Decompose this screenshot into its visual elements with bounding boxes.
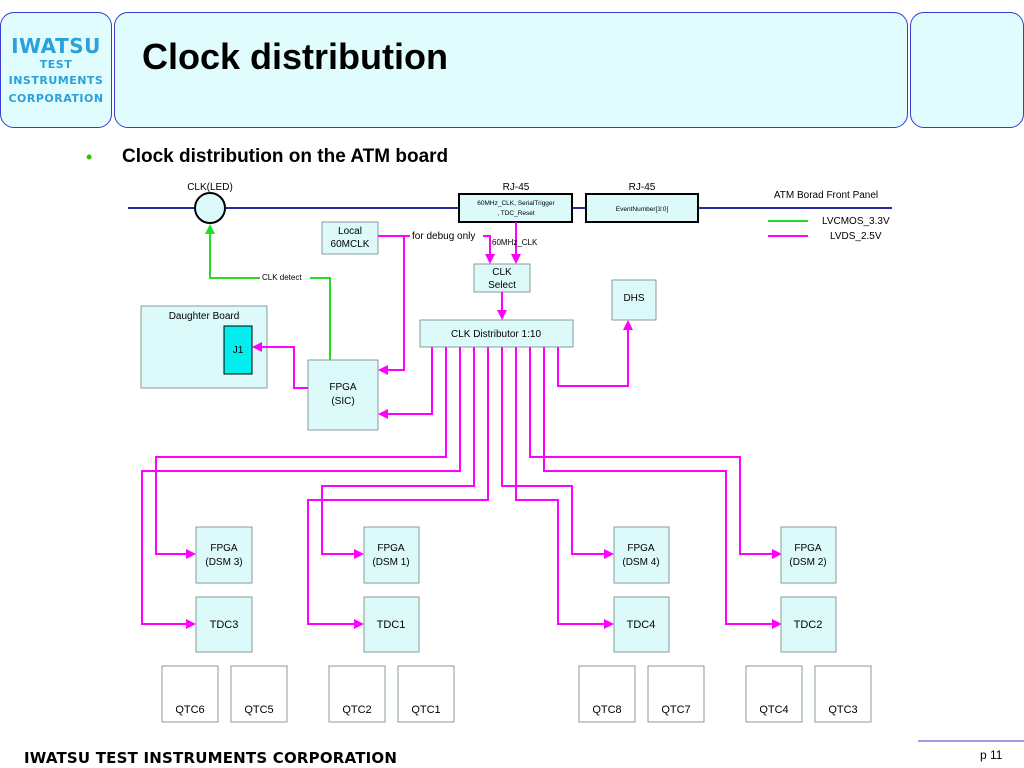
wire-dist-to-tdc2 bbox=[543, 347, 782, 629]
clk-led-icon bbox=[194, 192, 226, 224]
logo-panel bbox=[0, 12, 112, 128]
fpga-dsm2-line-2: (DSM 2) bbox=[789, 557, 826, 568]
rj45-right-text: EventNumber[3:0] bbox=[616, 206, 669, 213]
rj45-left-text-2: , TDC_Reset bbox=[497, 210, 535, 217]
legend-lvds-label: LVDS_2.5V bbox=[830, 231, 882, 242]
page-number: p 11 bbox=[980, 748, 1003, 762]
wire-sic-to-j1 bbox=[252, 342, 308, 389]
company-logo: IWATSU TEST INSTRUMENTS CORPORATION bbox=[0, 12, 112, 128]
daughter-board-label: Daughter Board bbox=[169, 311, 240, 322]
qtc5-box bbox=[230, 665, 288, 723]
dhs-label: DHS bbox=[623, 293, 644, 304]
fpga-sic-box bbox=[307, 359, 379, 431]
fpga-dsm1-line-2: (DSM 1) bbox=[372, 557, 409, 568]
tdc2-label: TDC2 bbox=[794, 619, 823, 631]
logo-line-3: INSTRUMENTS bbox=[8, 74, 104, 87]
qtc1-box bbox=[397, 665, 455, 723]
wire-dist-to-tdc4 bbox=[515, 347, 614, 629]
wire-dist-to-dhs bbox=[557, 320, 633, 387]
debug-only-label: for debug only bbox=[412, 231, 475, 242]
fpga-dsm2-box bbox=[780, 526, 837, 584]
debug-label-bg bbox=[410, 229, 483, 242]
qtc5-label: QTC5 bbox=[244, 704, 273, 716]
fpga-dsm3-line-1: FPGA bbox=[210, 543, 238, 554]
fpga-sic-line-2: (SIC) bbox=[331, 396, 354, 407]
fpga-dsm4-box bbox=[613, 526, 670, 584]
wire-dist-to-tdc3 bbox=[141, 347, 461, 629]
wire-dist-to-dsm2 bbox=[529, 347, 782, 559]
wire-dist-to-dsm1 bbox=[321, 347, 475, 559]
rj45-right-box bbox=[585, 193, 699, 223]
local-clk-line-1: Local bbox=[338, 226, 362, 237]
wire-dist-to-tdc1 bbox=[307, 347, 489, 629]
fpga-dsm3-line-2: (DSM 3) bbox=[205, 557, 242, 568]
dsm-group-4: FPGA (DSM 2) TDC2 bbox=[780, 526, 837, 653]
footer-company: IWATSU TEST INSTRUMENTS CORPORATION bbox=[24, 749, 398, 767]
j1-label: J1 bbox=[233, 345, 244, 356]
fpga-dsm1-line-1: FPGA bbox=[377, 543, 405, 554]
qtc4-label: QTC4 bbox=[759, 704, 788, 716]
rj45-right-title: RJ-45 bbox=[629, 182, 656, 193]
qtc7-label: QTC7 bbox=[661, 704, 690, 716]
qtc-row bbox=[161, 665, 872, 723]
fpga-dsm4-line-2: (DSM 4) bbox=[622, 557, 659, 568]
title-panel bbox=[114, 12, 908, 128]
tdc4-box bbox=[613, 596, 670, 653]
wire-dist-to-dsm4 bbox=[501, 347, 614, 559]
qtc7-box bbox=[647, 665, 705, 723]
legend-lvcmos-label: LVCMOS_3.3V bbox=[822, 216, 890, 227]
clk-distributor-box bbox=[419, 319, 574, 348]
dhs-box bbox=[611, 279, 657, 321]
front-panel-label: ATM Borad Front Panel bbox=[774, 190, 878, 201]
clk-select-box bbox=[473, 263, 531, 293]
tdc3-label: TDC3 bbox=[210, 619, 239, 631]
tdc1-label: TDC1 bbox=[377, 619, 406, 631]
qtc1-label: QTC1 bbox=[411, 704, 440, 716]
qtc8-box bbox=[578, 665, 636, 723]
wire-dist-to-sic bbox=[378, 347, 433, 419]
qtc2-label: QTC2 bbox=[342, 704, 371, 716]
dsm-group-1: FPGA (DSM 3) TDC3 bbox=[195, 526, 253, 653]
clk-detect-bg bbox=[260, 271, 310, 283]
qtc8-label: QTC8 bbox=[592, 704, 621, 716]
fpga-dsm1-box bbox=[363, 526, 420, 584]
dsm-group-3: FPGA (DSM 4) TDC4 bbox=[613, 526, 670, 653]
tdc2-box bbox=[780, 596, 837, 653]
tdc1-box bbox=[363, 596, 420, 653]
distributor-outputs bbox=[141, 320, 782, 629]
local-clk-box bbox=[321, 221, 379, 255]
clk-led-label: CLK(LED) bbox=[187, 182, 233, 193]
tdc3-box bbox=[195, 596, 253, 653]
logo-line-4: CORPORATION bbox=[8, 92, 104, 105]
local-clk-line-2: 60MCLK bbox=[331, 239, 370, 250]
fpga-dsm3-box bbox=[195, 526, 253, 584]
qtc3-label: QTC3 bbox=[828, 704, 857, 716]
fpga-dsm4-line-1: FPGA bbox=[627, 543, 655, 554]
tdc4-label: TDC4 bbox=[627, 619, 656, 631]
fpga-sic-line-1: FPGA bbox=[329, 382, 357, 393]
rj45-left-box bbox=[458, 193, 573, 223]
clk-select-line-2: Select bbox=[488, 280, 516, 291]
qtc4-box bbox=[745, 665, 803, 723]
mhz-clk-label: 60MHz_CLK bbox=[492, 238, 538, 247]
clk-select-line-1: CLK bbox=[492, 267, 512, 278]
page-title: Clock distribution bbox=[142, 36, 448, 77]
clk-distributor-label: CLK Distributor 1:10 bbox=[451, 329, 541, 340]
qtc6-box bbox=[161, 665, 219, 723]
wire-local-to-sic bbox=[378, 236, 405, 375]
clk-detect-label: CLK detect bbox=[262, 273, 302, 282]
logo-line-2: TEST bbox=[39, 58, 73, 71]
slide-subtitle: Clock distribution on the ATM board bbox=[122, 146, 449, 167]
bullet-dot: • bbox=[86, 147, 93, 167]
logo-line-1: IWATSU bbox=[11, 34, 101, 58]
wire-dist-to-dsm3 bbox=[155, 347, 447, 559]
dsm-group-2: FPGA (DSM 1) TDC1 bbox=[363, 526, 420, 653]
rj45-left-title: RJ-45 bbox=[503, 182, 530, 193]
rj45-left-text-1: 60MHz_CLK, SerialTrigger bbox=[477, 200, 555, 207]
qtc3-box bbox=[814, 665, 872, 723]
qtc6-label: QTC6 bbox=[175, 704, 204, 716]
fpga-dsm2-line-1: FPGA bbox=[794, 543, 822, 554]
qtc2-box bbox=[328, 665, 386, 723]
